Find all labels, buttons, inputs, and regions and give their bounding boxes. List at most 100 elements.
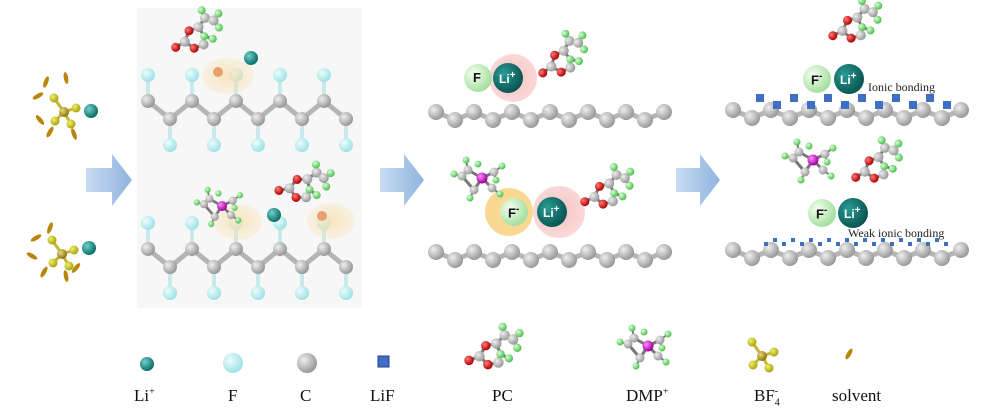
carbon-atom [141, 242, 155, 256]
lif-particle [841, 101, 849, 109]
pc-molecule-p3-top [527, 23, 597, 84]
carbon-atom [934, 250, 950, 266]
arrow-1 [86, 154, 132, 206]
li-ion-top [84, 104, 98, 118]
legend-icons [140, 321, 854, 374]
carbon-atom [523, 112, 539, 128]
carbon-atom [744, 250, 760, 266]
fluorine-atom [295, 138, 309, 152]
fluorine-atom [207, 286, 221, 300]
carbon-atom [542, 104, 558, 120]
carbon-atom [782, 110, 798, 126]
lif-particle [909, 101, 917, 109]
lif-particle [899, 238, 903, 242]
carbon-atom [185, 94, 199, 108]
carbon-atom [317, 242, 331, 256]
label-f-p3-bottom: F- [508, 204, 520, 221]
legend-bf4-label: BF4- [754, 386, 780, 409]
legend-pc-label: PC [492, 386, 513, 405]
carbon-atom [725, 242, 741, 258]
fluorine-atom [163, 138, 177, 152]
carbon-atom [820, 110, 836, 126]
legend-li-label: Li+ [134, 386, 155, 405]
lif-particle [824, 94, 832, 102]
carbon-atom [858, 110, 874, 126]
legend-solvent-label: solvent [832, 386, 882, 405]
fluorine-atom [141, 68, 155, 82]
carbon-atom [339, 112, 353, 126]
legend-c-label: C [300, 386, 312, 405]
li-ion-p2-top [244, 51, 258, 65]
pc-molecule-p4-top [823, 0, 887, 47]
lif-particle [845, 238, 849, 242]
annotation-weak-ionic-bonding: Weak ionic bonding [848, 226, 945, 240]
lif-particle [809, 238, 813, 242]
carbon-atom [637, 112, 653, 128]
carbon-atom [820, 250, 836, 266]
fluorine-atom [207, 138, 221, 152]
carbon-atom [504, 244, 520, 260]
label-f-p4-top: F- [811, 71, 823, 88]
bf4-solvated-top [31, 71, 82, 141]
f-ion-p3-bottom [500, 198, 528, 226]
fluorine-atom [339, 286, 353, 300]
carbon-atom [339, 260, 353, 274]
fluorine-atom [295, 286, 309, 300]
li-ion-p4-bottom [838, 198, 868, 228]
carbon-atom [229, 242, 243, 256]
carbon-atom [599, 112, 615, 128]
lif-particle [818, 242, 822, 246]
carbon-atom [273, 94, 287, 108]
lif-particle [908, 242, 912, 246]
legend-f-icon [223, 353, 243, 373]
legend-f-label: F [228, 386, 238, 405]
carbon-atom [207, 112, 221, 126]
carbon-atom [447, 112, 463, 128]
fluorinated-graphene-panel [137, 1, 362, 308]
carbon-atom [466, 104, 482, 120]
lif-particle [926, 242, 930, 246]
fluorine-atom [185, 68, 199, 82]
lif-particle [807, 101, 815, 109]
dmp-molecule-p3 [449, 155, 507, 203]
carbon-atom [207, 260, 221, 274]
carbon-atom [447, 252, 463, 268]
label-li-p4-top: Li+ [840, 71, 857, 87]
legend-pc-icon [462, 321, 526, 371]
lif-particle [764, 242, 768, 246]
carbon-atom [185, 242, 199, 256]
carbon-atom [561, 112, 577, 128]
carbon-atom [163, 260, 177, 274]
lif-particle [773, 101, 781, 109]
pc-molecule-p3-bottom [575, 159, 639, 213]
lif-particle [836, 242, 840, 246]
carbon-atom [782, 250, 798, 266]
legend-dmp-icon [615, 323, 673, 371]
carbon-atom [839, 242, 855, 258]
li-ion-bottom [82, 241, 96, 255]
carbon-atom [877, 242, 893, 258]
lif-particle [944, 242, 948, 246]
dmp-molecule-p4 [780, 137, 838, 185]
carbon-atom [295, 112, 309, 126]
legend-li-icon [140, 357, 154, 371]
carbon-atom [896, 250, 912, 266]
lif-particle [881, 238, 885, 242]
carbon-atom [656, 104, 672, 120]
lif-particle [782, 242, 786, 246]
lif-particle [773, 238, 777, 242]
li-ion-p3-bottom [537, 197, 567, 227]
fluorine-atom [339, 138, 353, 152]
lif-particle [890, 242, 894, 246]
carbon-atom [896, 110, 912, 126]
carbon-atom [580, 244, 596, 260]
lif-particle [800, 242, 804, 246]
carbon-atom [801, 242, 817, 258]
annotation-ionic-bonding: Ionic bonding [868, 80, 935, 94]
carbon-atom [317, 94, 331, 108]
carbon-atom [485, 112, 501, 128]
fluorine-atom [163, 286, 177, 300]
carbon-atom [273, 242, 287, 256]
carbon-atom [656, 244, 672, 260]
